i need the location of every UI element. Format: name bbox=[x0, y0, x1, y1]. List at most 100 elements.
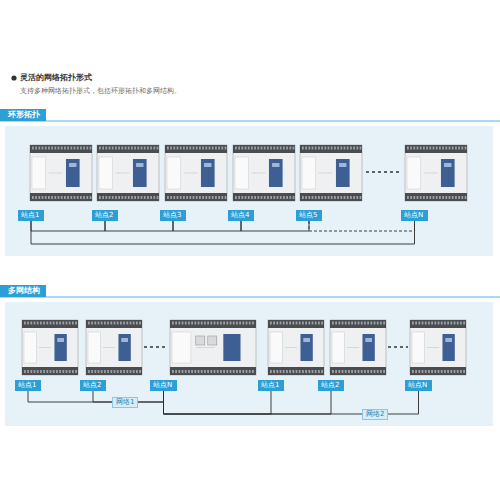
plc-part bbox=[331, 147, 333, 150]
plc-part bbox=[233, 145, 295, 201]
plc-part bbox=[126, 370, 128, 373]
plc-part bbox=[344, 196, 346, 199]
plc-part bbox=[186, 196, 188, 199]
plc-part bbox=[423, 147, 425, 150]
plc-part bbox=[328, 147, 330, 150]
plc-part bbox=[30, 370, 32, 373]
plc-part bbox=[58, 147, 60, 150]
plc-part bbox=[193, 147, 195, 150]
plc-part bbox=[43, 322, 45, 325]
plc-part bbox=[344, 147, 346, 150]
plc-part bbox=[305, 196, 307, 199]
plc-part bbox=[433, 196, 435, 199]
plc-part bbox=[170, 320, 256, 375]
network-cable bbox=[31, 221, 415, 244]
plc-part bbox=[199, 196, 201, 199]
plc-part bbox=[235, 196, 237, 199]
plc-part bbox=[348, 370, 350, 373]
plc-part bbox=[454, 322, 456, 325]
plc-part bbox=[49, 173, 63, 174]
plc-part bbox=[188, 322, 190, 325]
plc-part bbox=[434, 370, 436, 373]
plc-part bbox=[428, 322, 430, 325]
plc-part bbox=[439, 196, 441, 199]
plc-part bbox=[380, 370, 382, 373]
plc-part bbox=[223, 370, 225, 373]
plc-part bbox=[40, 322, 42, 325]
plc-part bbox=[439, 147, 441, 150]
plc-part bbox=[94, 370, 96, 373]
plc-part bbox=[362, 334, 374, 361]
network-label: 网络2 bbox=[362, 409, 388, 420]
network-cable bbox=[105, 221, 173, 231]
plc-part bbox=[336, 159, 350, 187]
plc-part bbox=[109, 196, 111, 199]
plc-part bbox=[139, 370, 141, 373]
plc-part bbox=[144, 147, 146, 150]
station-label: 站点2 bbox=[321, 381, 339, 389]
station-tag: 站点3 bbox=[160, 210, 186, 221]
plc-unit bbox=[405, 145, 467, 201]
plc-part bbox=[300, 334, 312, 361]
plc-part bbox=[37, 370, 39, 373]
plc-part bbox=[209, 196, 211, 199]
plc-part bbox=[205, 196, 207, 199]
station-label: 站点2 bbox=[83, 381, 101, 389]
plc-part bbox=[62, 370, 64, 373]
plc-part bbox=[415, 322, 417, 325]
plc-part bbox=[248, 147, 250, 150]
plc-part bbox=[452, 147, 454, 150]
plc-unit bbox=[97, 145, 159, 201]
plc-part bbox=[410, 147, 412, 150]
plc-part bbox=[334, 196, 336, 199]
plc-part bbox=[302, 370, 304, 373]
plc-part bbox=[429, 147, 431, 150]
plc-part bbox=[358, 370, 360, 373]
plc-part bbox=[90, 196, 92, 199]
plc-part bbox=[426, 196, 428, 199]
plc-part bbox=[280, 147, 282, 150]
plc-part bbox=[116, 173, 130, 174]
plc-part bbox=[104, 322, 106, 325]
plc-part bbox=[30, 145, 92, 153]
plc-part bbox=[302, 157, 316, 189]
plc-part bbox=[318, 370, 320, 373]
plc-part bbox=[38, 147, 40, 150]
plc-part bbox=[438, 370, 440, 373]
plc-part bbox=[40, 370, 42, 373]
plc-part bbox=[330, 320, 386, 328]
plc-part bbox=[118, 196, 120, 199]
plc-part bbox=[335, 322, 337, 325]
plc-unit bbox=[22, 320, 78, 375]
plc-part bbox=[198, 322, 200, 325]
plc-part bbox=[436, 147, 438, 150]
plc-part bbox=[463, 370, 465, 373]
plc-part bbox=[235, 157, 249, 189]
plc-part bbox=[180, 196, 182, 199]
plc-part bbox=[83, 147, 85, 150]
plc-part bbox=[153, 147, 155, 150]
plc-part bbox=[107, 322, 109, 325]
station-tag: 站点2 bbox=[318, 380, 344, 391]
plc-part bbox=[246, 322, 248, 325]
plc-part bbox=[34, 370, 36, 373]
plc-part bbox=[321, 147, 323, 150]
plc-part bbox=[361, 322, 363, 325]
plc-part bbox=[103, 347, 115, 348]
plc-part bbox=[277, 196, 279, 199]
plc-part bbox=[441, 322, 443, 325]
plc-part bbox=[209, 147, 211, 150]
plc-part bbox=[338, 370, 340, 373]
plc-part bbox=[283, 196, 285, 199]
plc-part bbox=[97, 193, 159, 201]
plc-part bbox=[130, 322, 132, 325]
plc-part bbox=[226, 322, 228, 325]
plc-part bbox=[215, 196, 217, 199]
plc-part bbox=[405, 145, 467, 201]
plc-part bbox=[334, 147, 336, 150]
plc-part bbox=[233, 145, 295, 153]
plc-part bbox=[69, 370, 71, 373]
plc-part bbox=[447, 370, 449, 373]
plc-part bbox=[308, 196, 310, 199]
plc-part bbox=[276, 322, 278, 325]
